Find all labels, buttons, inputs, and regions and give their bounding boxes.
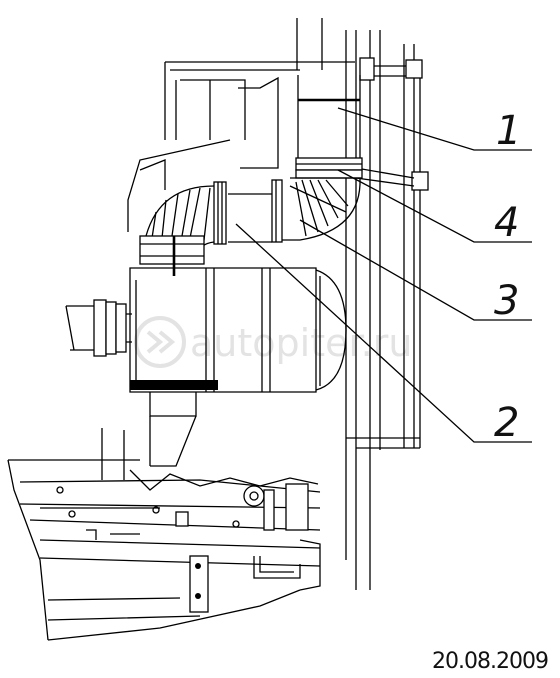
connecting-pipe (213, 181, 272, 245)
air-cleaner-body (129, 267, 347, 467)
callout-2: 2 (494, 400, 519, 446)
inlet-sleeve (65, 299, 132, 357)
watermark-text: autopiter.ru (190, 321, 412, 365)
callout-1: 1 (496, 108, 521, 154)
watermark: autopiter.ru (134, 316, 412, 368)
callout-3: 3 (494, 278, 519, 324)
chassis-details (56, 483, 309, 613)
callout-4: 4 (494, 200, 519, 246)
chassis-frame (7, 428, 321, 641)
air-intake-pipe (295, 75, 363, 179)
upper-housing (127, 61, 355, 232)
mounting-frame (296, 18, 429, 590)
leader-lines (235, 107, 532, 443)
date-stamp: 20.08.2009 (432, 649, 548, 674)
lower-elbow (139, 185, 215, 276)
hose-elbow (271, 177, 361, 243)
callout-labels: 1 4 3 2 (494, 108, 521, 446)
